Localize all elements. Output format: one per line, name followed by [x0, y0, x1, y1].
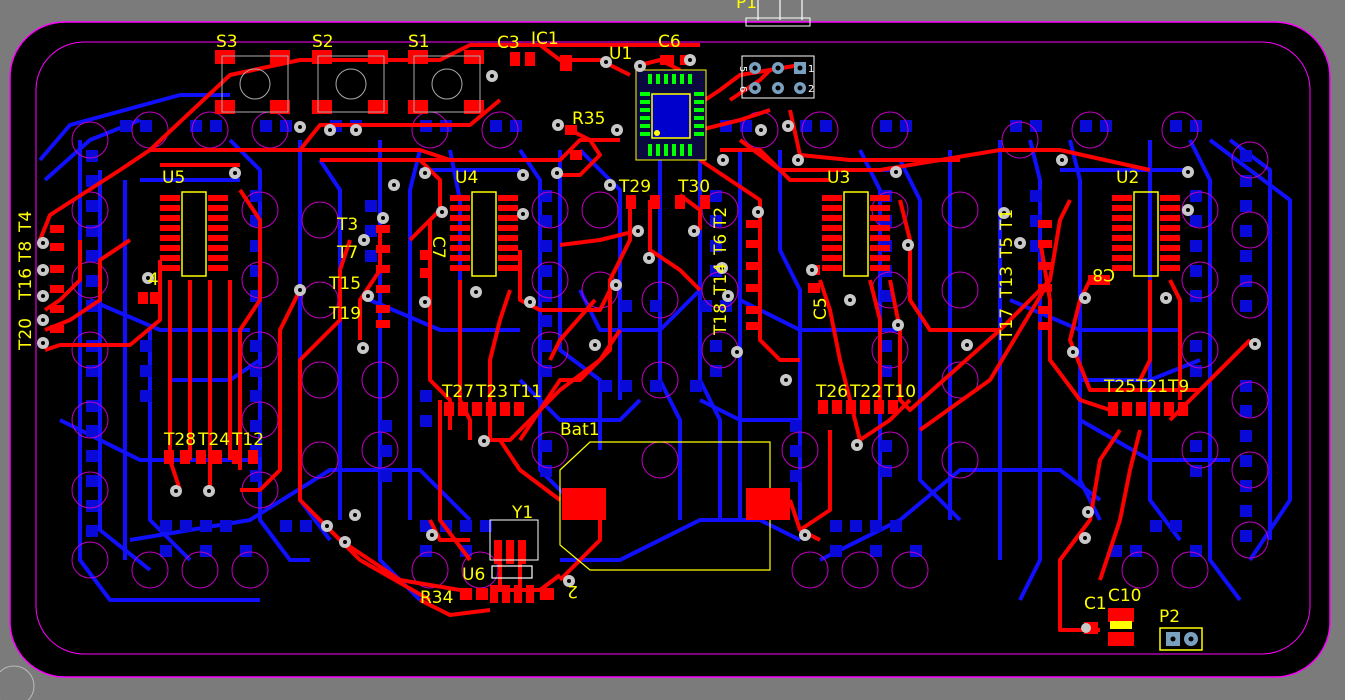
- label-t21: T21: [1135, 377, 1168, 397]
- header-pin-2: 2: [808, 84, 814, 95]
- silkscreen-labels: P1 S3 S2 S1 C3 IC1 U1 C6 R35 U5 U4 U3 U2…: [16, 0, 1189, 627]
- label-u3: U3: [827, 168, 850, 188]
- label-t8: T8: [16, 241, 36, 263]
- label-t11: T11: [509, 382, 542, 402]
- label-t27: T27: [441, 382, 474, 402]
- label-t30: T30: [677, 177, 710, 197]
- label-c2: 2: [567, 581, 578, 601]
- label-r35: R35: [572, 109, 605, 129]
- label-t6: T6: [711, 234, 731, 256]
- label-t19: T19: [328, 304, 361, 324]
- label-s2: S2: [312, 32, 334, 52]
- label-t20: T20: [16, 318, 36, 351]
- label-t15: T15: [328, 274, 361, 294]
- header-pin-1: 1: [808, 64, 814, 75]
- label-t18: T18: [711, 303, 731, 336]
- label-t3: T3: [336, 215, 358, 235]
- label-p1: P1: [736, 0, 757, 13]
- label-t24: T24: [197, 430, 230, 450]
- label-c7: C7: [428, 236, 448, 259]
- label-y1: Y1: [511, 503, 533, 523]
- label-c8: C8: [1092, 264, 1115, 284]
- label-t14: T14: [711, 263, 731, 296]
- top-copper-layer: [38, 43, 1252, 632]
- label-t29: T29: [618, 177, 651, 197]
- tact-switches: [221, 55, 481, 113]
- via-holes: [41, 58, 1257, 583]
- label-t26: T26: [815, 382, 848, 402]
- label-u2: U2: [1116, 168, 1139, 188]
- ic-bodies: [181, 191, 1159, 277]
- label-s3: S3: [216, 32, 238, 52]
- origin-marker: [0, 665, 35, 700]
- crystal-y1: [489, 519, 539, 579]
- transistor-pads: [50, 220, 1052, 333]
- label-s1: S1: [408, 32, 430, 52]
- label-t23: T23: [475, 382, 508, 402]
- header-pin-6: 6: [737, 86, 748, 92]
- label-t7: T7: [336, 243, 358, 263]
- label-t12: T12: [231, 430, 264, 450]
- ic-pin-rows: [160, 195, 1180, 271]
- mcu-u1: [635, 69, 707, 161]
- label-t25: T25: [1103, 377, 1136, 397]
- connector-p2: [1159, 627, 1203, 651]
- label-u5: U5: [162, 168, 185, 188]
- label-t5: T5: [997, 237, 1017, 259]
- label-t16: T16: [16, 268, 36, 301]
- label-c5: C5: [811, 297, 831, 320]
- label-t22: T22: [849, 382, 882, 402]
- label-t2: T2: [711, 207, 731, 229]
- battery-bat1: [559, 441, 790, 571]
- label-u1: U1: [609, 44, 632, 64]
- label-t1: T1: [997, 209, 1017, 231]
- label-c1: C1: [1084, 594, 1107, 614]
- header-pin-5: 5: [737, 66, 748, 72]
- label-t28: T28: [163, 430, 196, 450]
- label-r34: R34: [420, 588, 453, 608]
- label-c3: C3: [497, 33, 520, 53]
- label-t9: T9: [1167, 377, 1189, 397]
- label-ic1: IC1: [531, 29, 559, 49]
- label-t10: T10: [883, 382, 916, 402]
- capacitor-c10-body: [1110, 621, 1132, 629]
- label-c4: 4: [148, 270, 159, 290]
- bottom-pads: [86, 120, 1252, 557]
- label-t17: T17: [997, 308, 1017, 341]
- label-p2: P2: [1159, 607, 1180, 627]
- label-u4: U4: [455, 168, 478, 188]
- label-bat1: Bat1: [560, 420, 600, 440]
- label-c10: C10: [1108, 586, 1142, 606]
- label-u6: U6: [462, 565, 485, 585]
- header-p1: [741, 0, 815, 99]
- label-t13: T13: [997, 266, 1017, 299]
- label-t4: T4: [16, 211, 36, 233]
- label-c6: C6: [658, 32, 681, 52]
- top-pads: [138, 50, 1188, 646]
- board-keepout-outline: [35, 41, 1311, 655]
